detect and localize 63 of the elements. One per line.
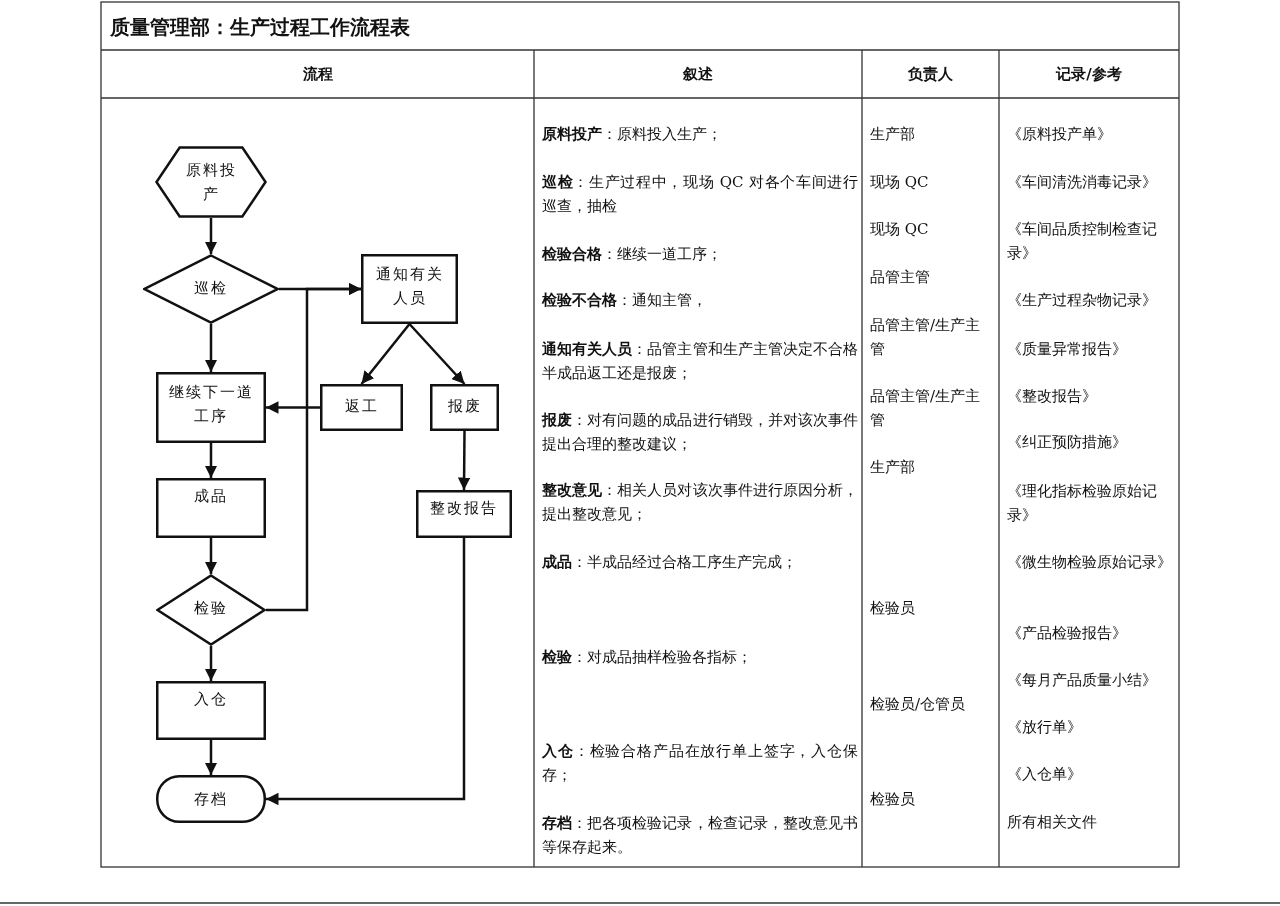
start-hexagon: 原料投产 <box>155 146 267 218</box>
record-text: 《微生物检验原始记录》 <box>1007 552 1172 573</box>
description-text: 整改意见：相关人员对该次事件进行原因分析，提出整改意见； <box>542 480 858 525</box>
description-text: 存档：把各项检验记录，检查记录，整改意见书等保存起来。 <box>542 813 858 858</box>
process-box: 入仓 <box>156 681 266 740</box>
record-text: 所有相关文件 <box>1007 812 1098 833</box>
responsible-text: 检验员 <box>870 598 916 619</box>
arrow <box>266 538 466 806</box>
record-text: 《放行单》 <box>1007 717 1083 738</box>
record-text: 《车间品质控制检查记录》 <box>1007 219 1158 264</box>
column-header: 记录/参考 <box>1054 64 1123 85</box>
responsible-text: 生产部 <box>870 457 916 478</box>
arrow <box>204 538 218 574</box>
description-text: 原料投产：原料投入生产； <box>542 124 723 145</box>
record-text: 《每月产品质量小结》 <box>1007 670 1158 691</box>
process-box: 继续下一道工序 <box>156 372 266 443</box>
responsible-text: 检验员/仓管员 <box>870 694 967 715</box>
description-text: 检验：对成品抽样检验各指标； <box>542 647 753 668</box>
record-text: 《入仓单》 <box>1007 764 1083 785</box>
decision-diamond: 检验 <box>156 574 266 646</box>
record-text: 《原料投产单》 <box>1007 124 1113 145</box>
description-text: 成品：半成品经过合格工序生产完成； <box>542 552 798 573</box>
arrow <box>204 218 218 254</box>
arrow <box>204 740 218 775</box>
record-text: 《整改报告》 <box>1007 386 1098 407</box>
table-title: 质量管理部：生产过程工作流程表 <box>110 14 410 41</box>
process-box: 通知有关人员 <box>361 254 458 324</box>
responsible-text: 现场 QC <box>870 219 930 240</box>
decision-diamond: 巡检 <box>143 254 279 324</box>
description-text: 检验合格：继续一道工序； <box>542 244 723 265</box>
record-text: 《质量异常报告》 <box>1007 339 1128 360</box>
responsible-text: 品管主管 <box>870 267 931 288</box>
responsible-text: 检验员 <box>870 789 916 810</box>
responsible-text: 现场 QC <box>870 172 930 193</box>
arrow <box>204 646 218 681</box>
description-text: 检验不合格：通知主管， <box>542 290 708 311</box>
record-text: 《生产过程杂物记录》 <box>1007 290 1158 311</box>
arrow <box>408 323 466 385</box>
description-text: 报废：对有问题的成品进行销毁，并对该次事件提出合理的整改建议； <box>542 410 858 455</box>
record-text: 《产品检验报告》 <box>1007 623 1128 644</box>
process-box: 返工 <box>320 384 403 431</box>
process-box: 报废 <box>430 384 499 431</box>
record-text: 《车间清洗消毒记录》 <box>1007 172 1158 193</box>
record-text: 《纠正预防措施》 <box>1007 432 1128 453</box>
responsible-text: 生产部 <box>870 124 916 145</box>
arrow <box>204 324 218 372</box>
responsible-text: 品管主管/生产主管 <box>870 386 982 431</box>
arrow <box>360 323 411 385</box>
description-text: 通知有关人员：品管主管和生产主管决定不合格半成品返工还是报废； <box>542 339 858 384</box>
arrow <box>266 282 361 612</box>
description-text: 巡检：生产过程中，现场 QC 对各个车间进行巡查，抽检 <box>542 172 858 217</box>
column-header: 流程 <box>301 64 334 85</box>
column-header: 负责人 <box>907 64 954 85</box>
process-box: 整改报告 <box>416 490 512 538</box>
responsible-text: 品管主管/生产主管 <box>870 315 982 360</box>
description-text: 入仓：检验合格产品在放行单上签字，入仓保存； <box>542 741 858 786</box>
process-box: 成品 <box>156 478 266 538</box>
arrow <box>204 443 218 478</box>
terminal-box: 存档 <box>156 775 266 823</box>
arrow <box>266 401 320 414</box>
arrow <box>457 431 471 490</box>
column-header: 叙述 <box>682 64 714 85</box>
record-text: 《理化指标检验原始记录》 <box>1007 481 1158 526</box>
